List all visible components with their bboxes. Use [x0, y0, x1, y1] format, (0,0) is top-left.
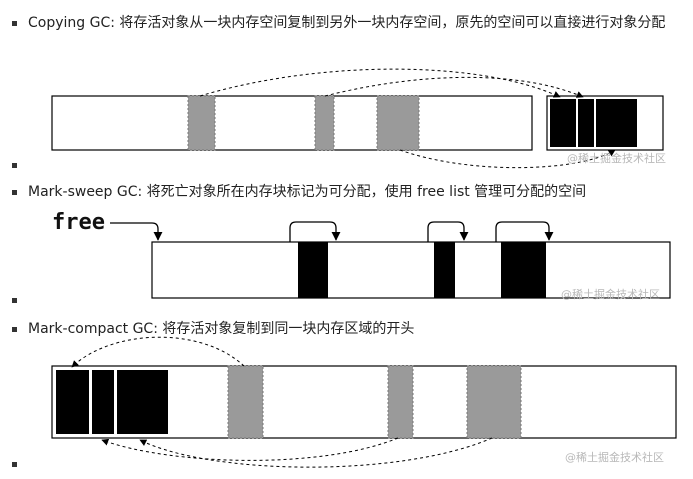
free-list-label: free [52, 210, 105, 235]
watermark: @稀土掘金技术社区 [565, 451, 664, 464]
mark-sweep-gc-diagram: free [52, 210, 671, 299]
copied-object-1 [550, 99, 576, 147]
watermark: @稀土掘金技术社区 [567, 152, 666, 165]
compact-arrow-bottom-2 [139, 437, 493, 468]
compacted-object-1 [56, 370, 89, 434]
copied-object-2 [578, 99, 594, 147]
compact-arrow-top [71, 336, 245, 368]
mark-sweep-gc-description: Mark-sweep GC: 将死亡对象所在内存块标记为可分配，使用 free … [12, 181, 678, 204]
live-object-3 [376, 95, 420, 151]
from-space-heap [51, 95, 533, 151]
mark-sweep-heap [151, 241, 671, 299]
empty-bullet [12, 462, 17, 467]
empty-bullet [12, 163, 17, 168]
free-block-2 [434, 242, 455, 298]
free-list-link-3 [495, 221, 554, 242]
free-block-1 [298, 242, 328, 298]
copy-arrow-3 [399, 149, 616, 169]
live-object-a [227, 365, 264, 439]
mark-compact-gc-description: Mark-compact GC: 将存活对象复制到同一块内存区域的开头 [12, 318, 678, 341]
copy-arrow-2 [324, 76, 584, 98]
live-object-2 [314, 95, 335, 151]
copying-gc-description: Copying GC: 将存活对象从一块内存空间复制到另外一块内存空间，原先的空… [12, 12, 678, 35]
compacted-object-3 [117, 370, 168, 434]
copying-gc-diagram [51, 68, 664, 169]
watermark: @稀土掘金技术社区 [561, 288, 660, 301]
copied-object-3 [596, 99, 637, 147]
compact-arrow-bottom-1 [101, 437, 399, 461]
free-pointer-arrow [110, 222, 163, 241]
compacted-object-2 [92, 370, 114, 434]
free-list-link-1 [289, 221, 341, 242]
free-list-link-2 [427, 221, 469, 242]
live-object-c [466, 365, 522, 439]
live-object-b [387, 365, 414, 439]
empty-bullet [12, 298, 17, 303]
free-block-3 [501, 242, 546, 298]
